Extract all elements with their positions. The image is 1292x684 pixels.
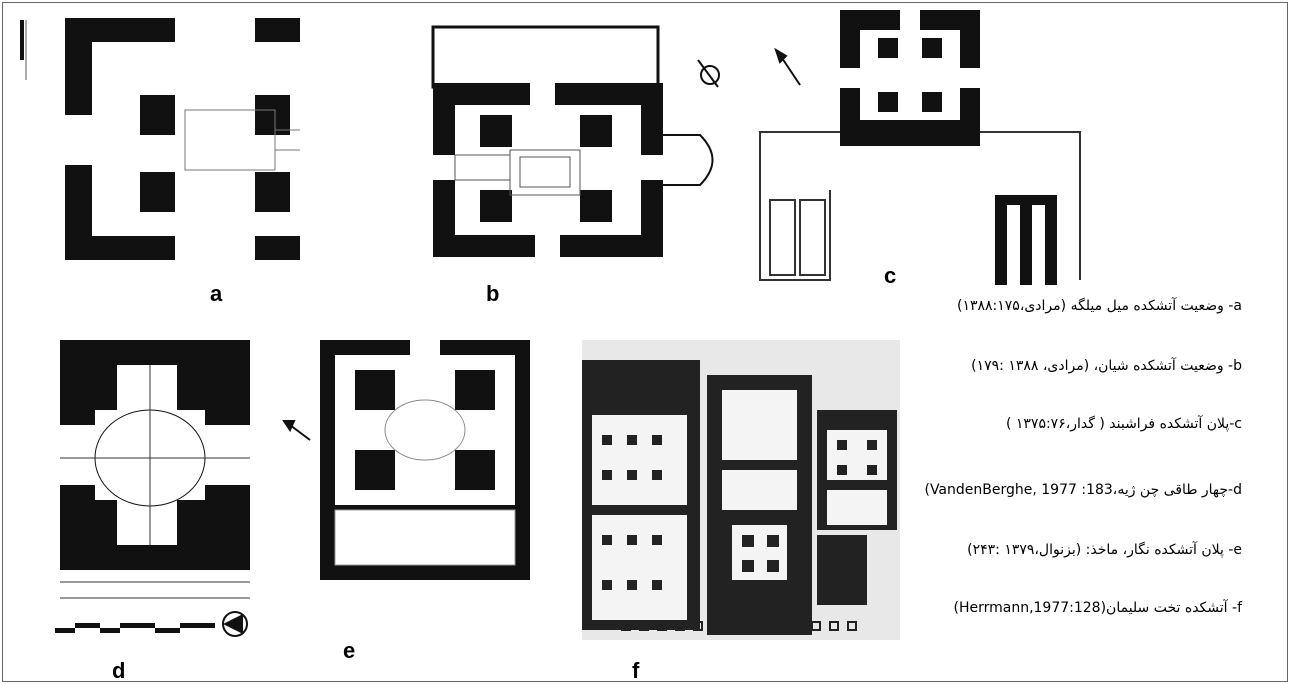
plan-b-courtyard — [431, 25, 660, 89]
plan-c-corridor — [759, 131, 1081, 281]
plan-f-perimeter — [621, 621, 857, 631]
caption-d: d-چهار طاقی چن ژیه،183: VandenBerghe, 19… — [924, 482, 1242, 498]
caption-c: c-پلان آتشکده فراشبند ( گدار،۱۳۷۵:۷۶ ) — [1005, 416, 1242, 432]
plan-b-apse — [663, 134, 714, 186]
plan-d-dimensions — [60, 581, 250, 599]
plan-c-towers — [995, 195, 1057, 285]
figure-label-c: c — [884, 263, 897, 288]
plan-c — [759, 10, 1081, 285]
figure-label-e: e — [343, 638, 356, 663]
figure-label-d: d — [112, 658, 126, 683]
scale-bar-d — [55, 623, 215, 633]
plan-a-interior — [184, 109, 300, 171]
north-arrow-c — [774, 47, 801, 86]
plan-b-walls — [433, 83, 663, 257]
plan-f-piers — [602, 435, 877, 590]
scale-bar-a — [20, 20, 27, 80]
north-arrow-e — [282, 420, 311, 441]
caption-a: a- وضعیت آتشکده میل میلگه (مرادی،۱۳۸۸:۱۷… — [957, 298, 1242, 314]
plan-f — [582, 340, 900, 640]
plan-d — [55, 340, 250, 637]
north-arrow-d — [222, 611, 248, 637]
plan-a-walls — [65, 18, 300, 260]
caption-b: b- وضعیت آتشکده شیان، (مرادی، ۱۳۸۸ :۱۷۹) — [971, 358, 1242, 374]
plan-d-interior — [60, 365, 250, 545]
caption-f: f- آتشکده تخت سلیمان(Herrmann,1977:128) — [953, 600, 1242, 616]
plan-b — [431, 25, 720, 257]
figure-label-b: b — [486, 281, 500, 306]
caption-e: e- پلان آتشکده نگار، ماخذ: (بزنوال،۱۳۷۹ … — [967, 542, 1242, 558]
plan-c-chambers — [840, 10, 980, 146]
plan-a — [20, 18, 300, 260]
plan-e — [282, 340, 530, 580]
figure-label-f: f — [632, 658, 640, 683]
figure-label-a: a — [210, 281, 223, 306]
north-arrow-b — [697, 59, 720, 88]
plan-b-interior — [454, 149, 581, 196]
